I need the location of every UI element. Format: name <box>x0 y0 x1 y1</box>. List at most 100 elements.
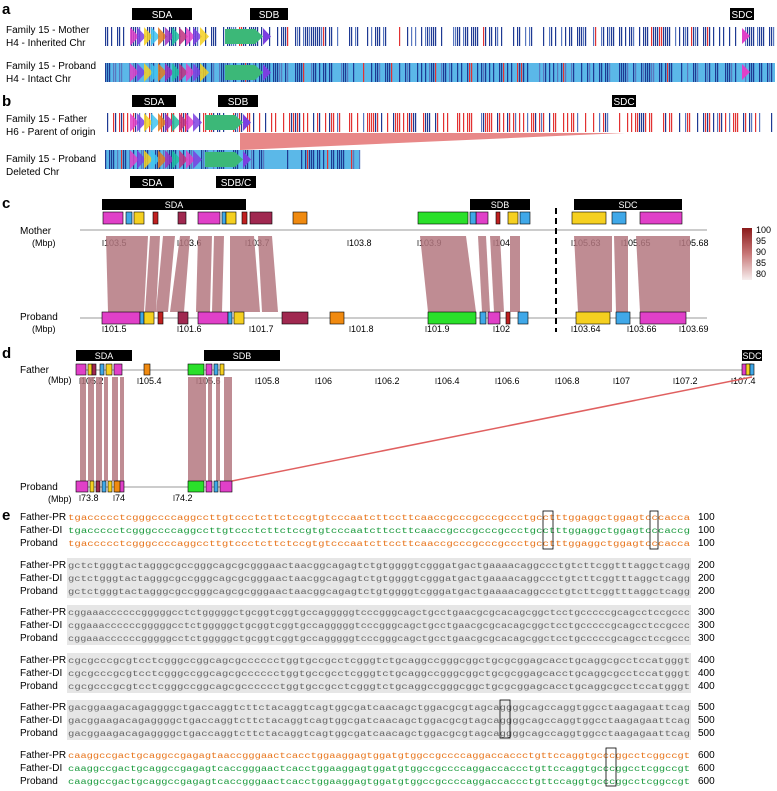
a-row1-band <box>659 27 661 46</box>
d-unit-top: (Mbp) <box>48 375 72 385</box>
a-row1-band <box>477 27 479 46</box>
c-top-box <box>152 211 159 225</box>
a-row1-band <box>735 27 737 46</box>
a-row1-band <box>531 27 533 46</box>
d-top-box <box>219 363 225 376</box>
a-row1-band <box>771 27 773 46</box>
a-tag-sdc-box <box>730 8 754 20</box>
a-row1-band <box>645 27 647 46</box>
a-row1-band <box>107 27 109 46</box>
a-row2-band <box>223 63 225 82</box>
b-row2-band <box>337 150 339 169</box>
a-row1-band <box>513 27 515 46</box>
a-row1-band <box>285 27 287 46</box>
b-row2-sd-arrow <box>165 150 174 169</box>
a-row2-band <box>605 63 607 82</box>
a-row2-band <box>385 63 387 82</box>
panel-label-e: e <box>2 507 10 524</box>
d-bottom-box <box>205 480 213 493</box>
d-bottom-box <box>219 480 233 493</box>
b-row1-band <box>703 113 705 132</box>
b-row1-band <box>513 113 515 132</box>
c-legend-bar <box>742 228 752 280</box>
b-row1-band <box>519 113 521 132</box>
e-position: 200 <box>698 573 715 584</box>
c-top-box <box>519 211 531 225</box>
a-row1-band <box>501 27 503 46</box>
a-row2-band <box>761 63 763 82</box>
e-sequence: tgaccccctcgggccccaggccttgtccctcttctccgtg… <box>68 513 690 523</box>
c-ribbon <box>196 236 212 312</box>
b-row1-band <box>571 113 573 132</box>
b-row1-band <box>639 113 641 132</box>
b-row1-band <box>689 113 691 132</box>
a-row1-band <box>595 27 597 46</box>
a-row2-band <box>301 63 303 82</box>
a-row1-band <box>609 27 611 46</box>
b-row1-label-1: Family 15 - Father <box>6 114 88 125</box>
b-row1-band <box>289 113 291 132</box>
b-row1-band <box>605 113 607 132</box>
d-bottom-box <box>101 480 107 493</box>
c-top-tick-label: 103.6 <box>179 238 202 248</box>
d-unit-bottom: (Mbp) <box>48 494 72 504</box>
c-bottom-box <box>233 311 245 325</box>
c-legend-value: 85 <box>756 258 766 268</box>
e-row-name: Proband <box>20 681 58 692</box>
a-row2-sd-arrow <box>144 63 153 82</box>
a-row1-band <box>435 27 437 46</box>
b-tag-sdb-box <box>218 95 258 107</box>
b-row1-band <box>507 113 509 132</box>
a-row1-band <box>625 27 627 46</box>
b-row1-band <box>367 113 369 132</box>
b-row2-sd-arrow <box>144 150 153 169</box>
a-row1-band <box>639 27 641 46</box>
a-row1-band <box>669 27 671 46</box>
a-row2-band <box>109 63 111 82</box>
b-row1-band <box>393 113 395 132</box>
a-row2-band <box>653 63 655 82</box>
a-row2-band <box>543 63 545 82</box>
a-row1-band <box>667 27 669 46</box>
a-tag-sdc: SDC <box>731 10 752 21</box>
b-row1-band <box>481 113 483 132</box>
a-row1-sd-arrow <box>200 27 209 46</box>
a-row2-band <box>681 63 683 82</box>
b-row1-band <box>541 113 543 132</box>
a-row2-band <box>457 63 459 82</box>
a-row1-band <box>467 27 469 46</box>
b-row1-band <box>415 113 417 132</box>
a-row1-band <box>529 27 531 46</box>
b-row2-sdb-arrow2 <box>243 151 251 168</box>
e-row-name: Father-PR <box>20 607 66 618</box>
c-ribbon <box>510 236 520 312</box>
a-row1-band <box>307 27 309 46</box>
a-row2-band <box>493 63 495 82</box>
e-row-name: Proband <box>20 586 58 597</box>
a-row1-band <box>355 27 357 46</box>
a-row2-band <box>467 63 469 82</box>
b-row1-band <box>573 113 575 132</box>
a-row2-band <box>129 63 131 82</box>
panel-label-c: c <box>2 195 10 212</box>
d-bottom-box <box>113 480 121 493</box>
a-row1-band <box>633 27 635 46</box>
b-row1-band <box>457 113 459 132</box>
a-row1-band <box>325 27 327 46</box>
b-row1-band <box>749 113 751 132</box>
a-row1-band <box>377 27 379 46</box>
e-sequence: cgcgcccgcgtcctcgggccggcagcgcccccctggtgcc… <box>68 669 690 679</box>
b-row1-band <box>721 113 723 132</box>
b-row1-band <box>483 113 485 132</box>
c-top-box <box>197 211 221 225</box>
b-row1-band <box>585 113 587 132</box>
a-row2-band <box>485 63 487 82</box>
b-row2-band <box>263 150 265 169</box>
a-row2-band <box>625 63 627 82</box>
b-row1-band <box>743 113 745 132</box>
a-row1-band <box>427 27 429 46</box>
b-row1-band <box>409 113 411 132</box>
b-row1-band <box>619 113 621 132</box>
b-row1-band <box>751 113 753 132</box>
a-row1-band <box>441 27 443 46</box>
